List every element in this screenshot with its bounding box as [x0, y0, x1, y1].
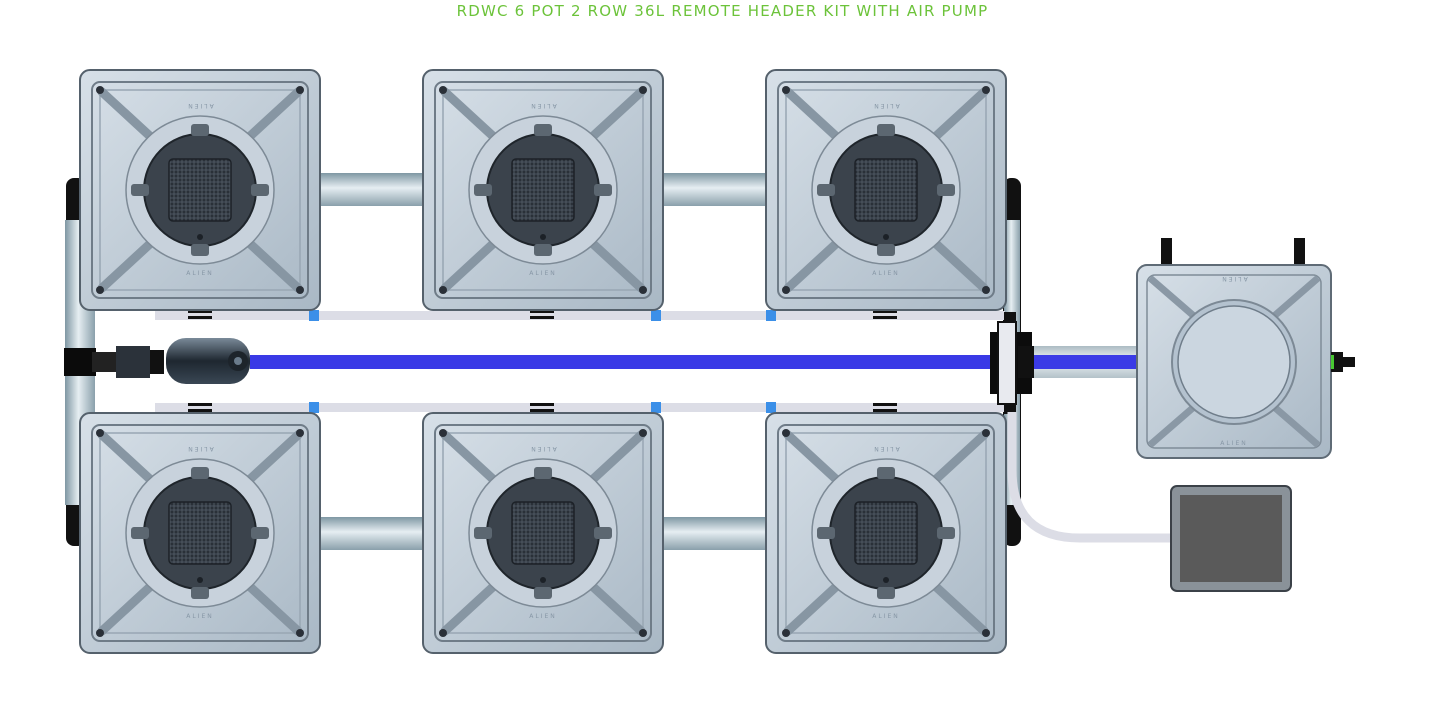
- controller-brand-top: ALIEN: [1220, 275, 1248, 282]
- pot-bottom-1[interactable]: ALIEN ALIEN: [79, 412, 321, 654]
- air-pump-line: [1007, 412, 1175, 543]
- main-blue-line: [250, 355, 1138, 369]
- pipe-bottom-1-2: [318, 517, 426, 550]
- pot-top-1-brand-bottom: ALIEN: [186, 270, 214, 277]
- manifold-fitting: [990, 312, 1034, 414]
- pots-group: ALIENALIENALIENALIENALIENALIENALIENALIEN…: [79, 69, 1007, 654]
- pot-top-3-brand-bottom: ALIEN: [872, 270, 900, 277]
- pot-bottom-3-brand-top: ALIEN: [872, 445, 900, 452]
- air-pump[interactable]: [1170, 485, 1292, 592]
- pot-bottom-3-brand-bottom: ALIEN: [872, 613, 900, 620]
- diagram-title: RDWC 6 POT 2 ROW 36L REMOTE HEADER KIT W…: [456, 2, 989, 20]
- pot-bottom-2-brand-bottom: ALIEN: [529, 613, 557, 620]
- air-stone-marks: [188, 310, 897, 412]
- air-line-top: [155, 311, 1005, 320]
- pot-bottom-3[interactable]: ALIEN ALIEN: [765, 412, 1007, 654]
- pipe-top-1-2: [318, 173, 426, 206]
- left-tee-fitting: [64, 348, 96, 376]
- pot-top-3[interactable]: ALIEN ALIEN: [765, 69, 1007, 311]
- pot-bottom-2-brand-top: ALIEN: [529, 445, 557, 452]
- air-line-bottom: [155, 403, 1005, 412]
- pipe-top-2-3: [661, 173, 769, 206]
- pot-top-2-brand-bottom: ALIEN: [529, 270, 557, 277]
- pot-bottom-1-brand-top: ALIEN: [186, 445, 214, 452]
- air-line-connectors: [309, 310, 776, 413]
- pot-top-2-brand-top: ALIEN: [529, 102, 557, 109]
- controller-bucket[interactable]: ALIEN ALIEN: [1136, 238, 1355, 459]
- pot-bottom-2[interactable]: ALIEN ALIEN: [422, 412, 664, 654]
- inline-water-pump[interactable]: [92, 338, 250, 384]
- pot-top-1-brand-top: ALIEN: [186, 102, 214, 109]
- pipe-bottom-2-3: [661, 517, 769, 550]
- pot-top-1[interactable]: ALIEN ALIEN: [79, 69, 321, 311]
- pot-top-3-brand-top: ALIEN: [872, 102, 900, 109]
- pot-top-2[interactable]: ALIEN ALIEN: [422, 69, 664, 311]
- controller-brand-bottom: ALIEN: [1220, 440, 1248, 447]
- pot-bottom-1-brand-bottom: ALIEN: [186, 613, 214, 620]
